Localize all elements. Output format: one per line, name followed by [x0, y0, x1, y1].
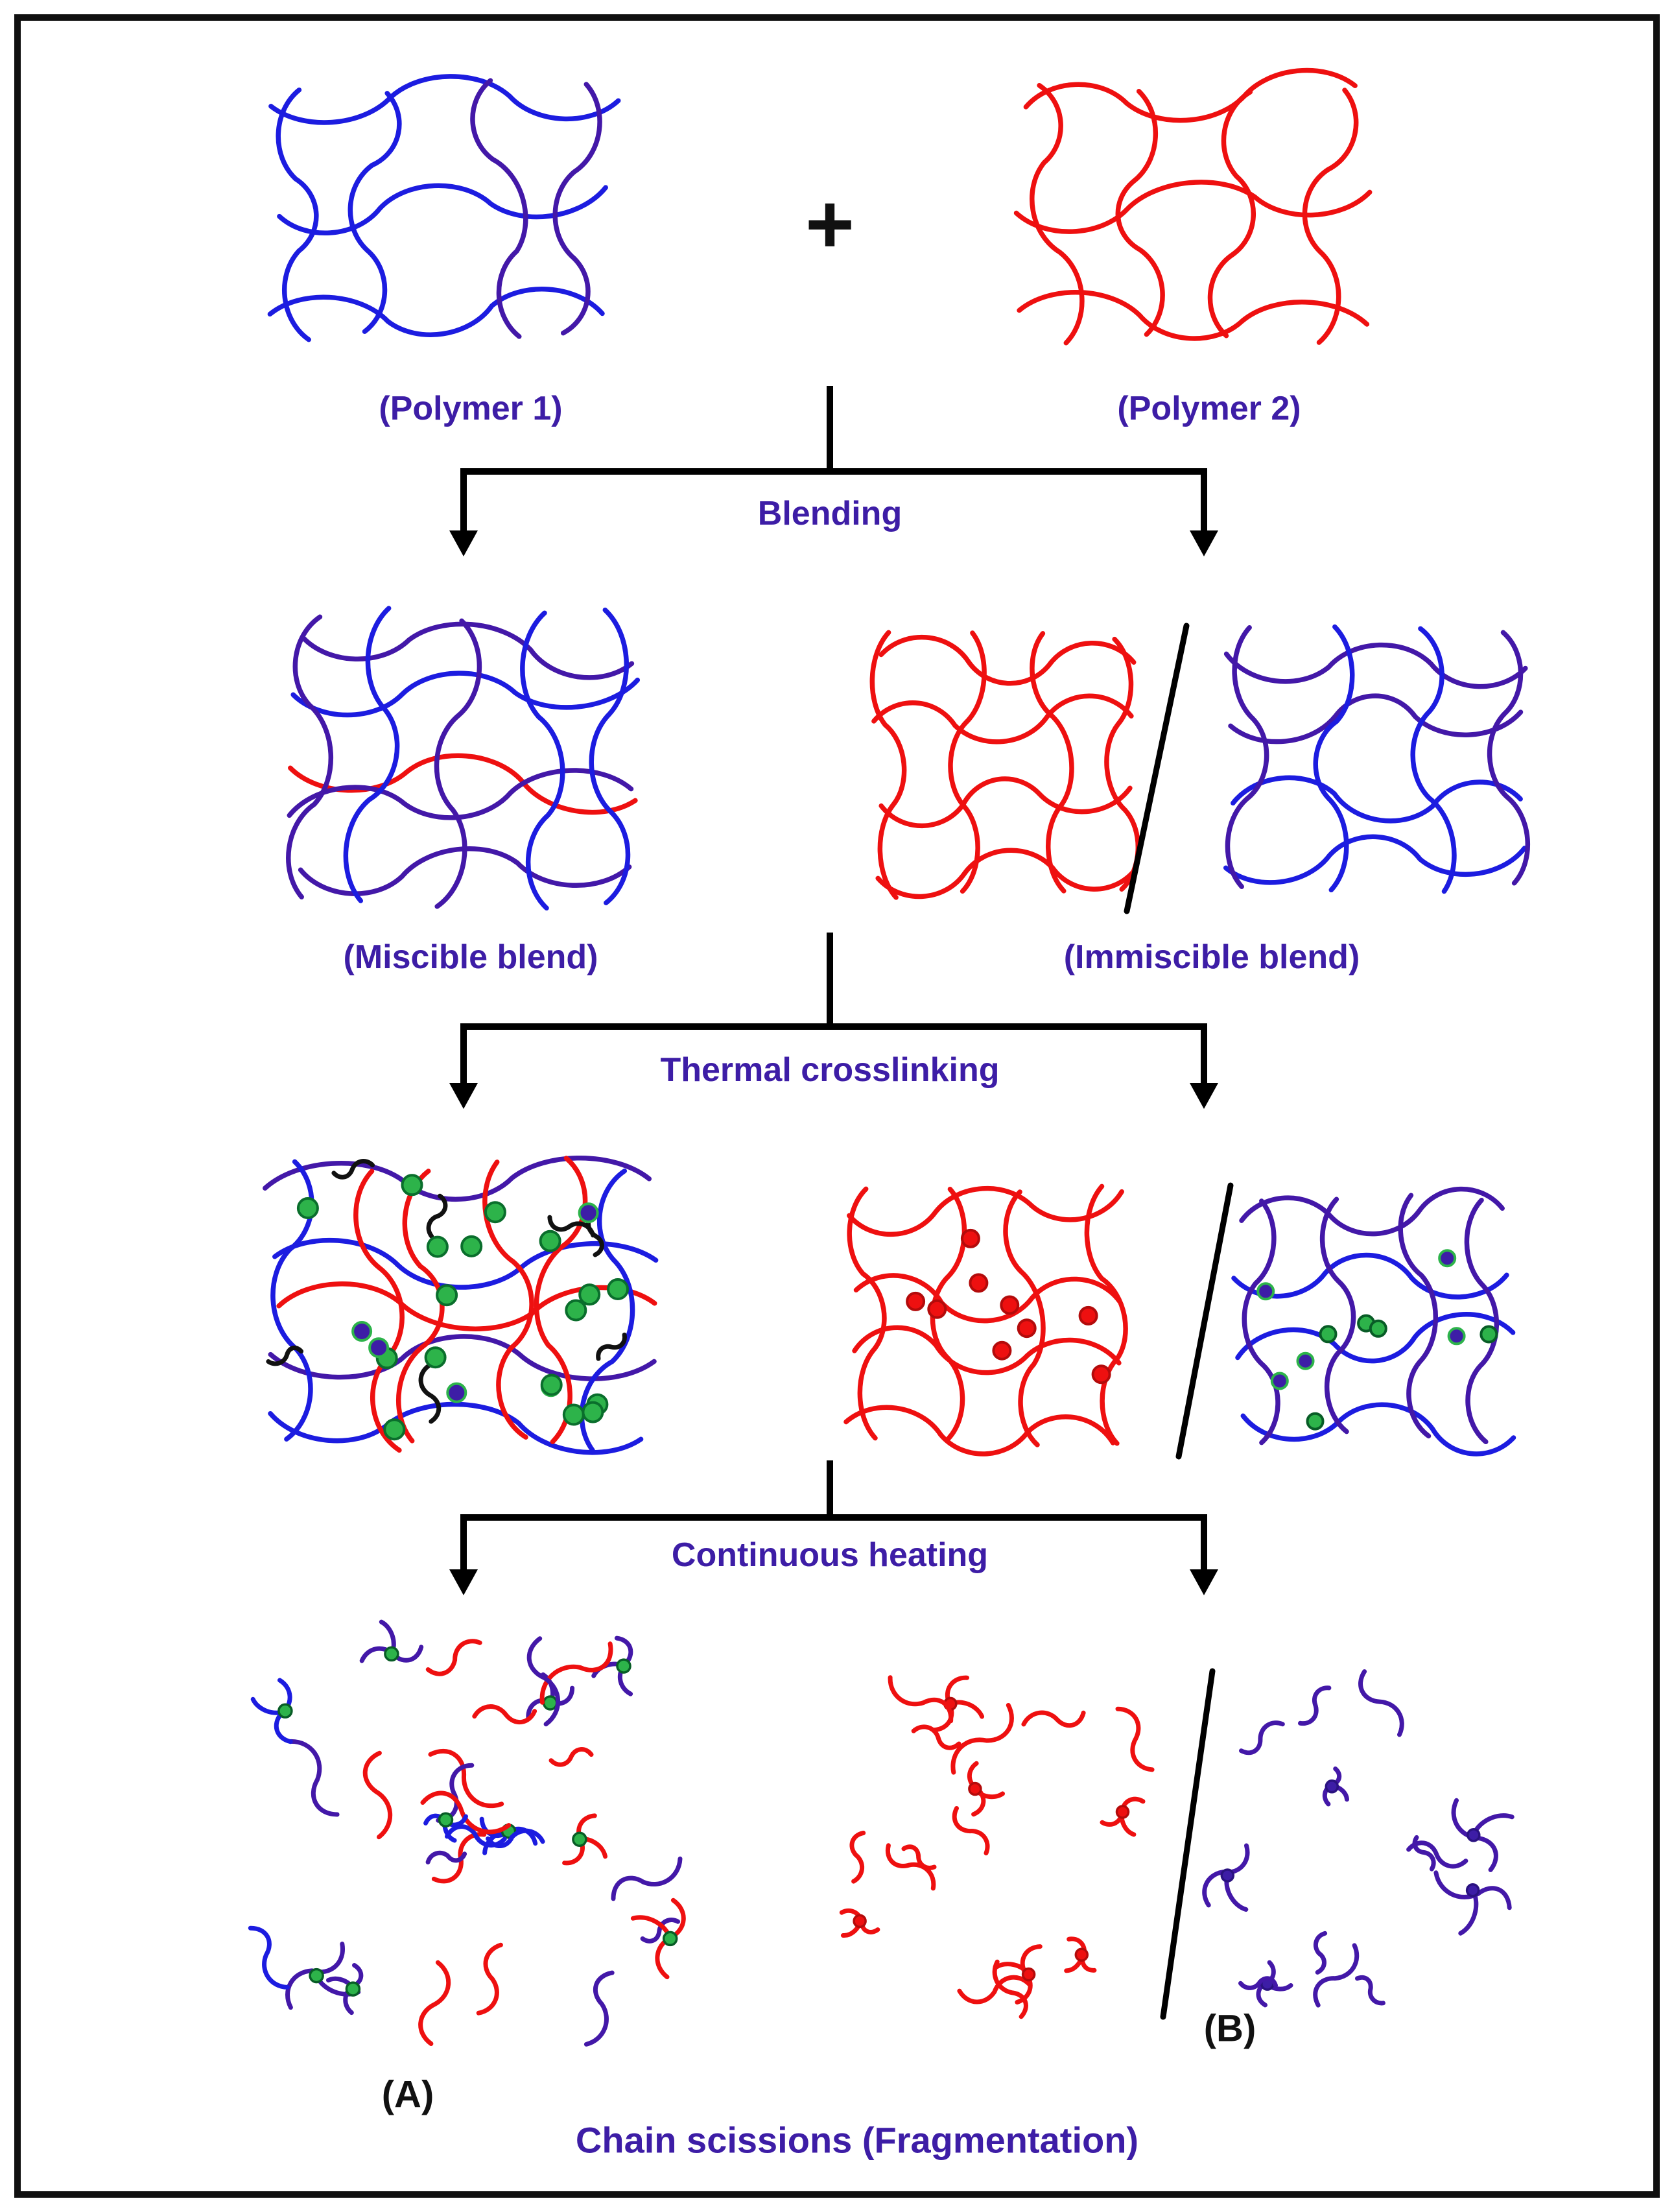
panel-a-label: (A)	[381, 2073, 434, 2116]
fragments-b	[839, 1668, 1515, 2020]
crosslinked-immiscible-network	[843, 1182, 1516, 1460]
chain-scissions-caption: Chain scissions (Fragmentation)	[575, 2119, 1139, 2161]
blending-label: Blending	[757, 495, 902, 532]
fragments-a	[248, 1619, 686, 2047]
immiscible-blend-network	[869, 623, 1531, 914]
continuous-heating-label: Continuous heating	[671, 1536, 989, 1574]
immiscible-label: (Immiscible blend)	[1063, 938, 1360, 976]
polymer2-network	[1013, 67, 1373, 346]
crosslinked-miscible-network	[263, 1155, 659, 1455]
plus-sign: +	[805, 176, 855, 271]
polymer2-label: (Polymer 2)	[1117, 390, 1301, 427]
miscible-label: (Miscible blend)	[343, 938, 598, 976]
polymer1-network	[267, 74, 621, 342]
thermal-crosslinking-label: Thermal crosslinking	[660, 1051, 1000, 1089]
miscible-blend-network	[286, 606, 641, 911]
polymer1-label: (Polymer 1)	[379, 390, 563, 427]
panel-b-label: (B)	[1203, 2007, 1256, 2050]
